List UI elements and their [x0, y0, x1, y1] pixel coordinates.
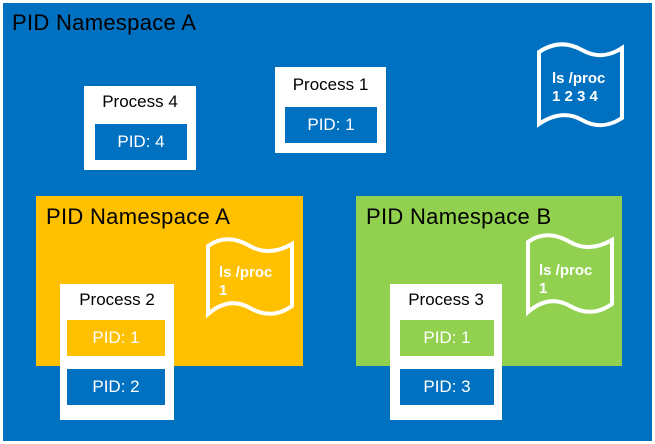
process-2-outer-pid: PID: 2: [67, 369, 165, 405]
outer-flag-line2: 1 2 3 4: [552, 88, 598, 105]
outer-proc-flag-icon: [537, 42, 624, 128]
process-3-inner-pid: PID: 1: [400, 320, 494, 356]
namespace-a-title: PID Namespace A: [46, 204, 231, 229]
process-1-label: Process 1: [292, 75, 369, 94]
process-4-label: Process 4: [102, 92, 178, 111]
namespace-a-proc-flag-icon: [206, 237, 294, 319]
process-3-outer-pid: PID: 3: [400, 369, 494, 405]
namespace-b-flag-line2: 1: [539, 280, 548, 297]
process-1-pid: PID: 1: [285, 107, 377, 143]
process-4-pid: PID: 4: [95, 124, 187, 160]
namespace-a-flag-line1: ls /proc: [219, 264, 273, 281]
namespace-b-title: PID Namespace B: [366, 204, 552, 229]
process-2-inner-pid: PID: 1: [67, 320, 165, 356]
namespace-a-flag-line2: 1: [219, 282, 228, 299]
process-2-label: Process 2: [79, 290, 155, 309]
outer-namespace-title: PID Namespace A: [12, 10, 197, 35]
namespace-b-flag-line1: ls /proc: [539, 262, 593, 279]
outer-flag-line1: ls /proc: [552, 70, 606, 87]
process-3-label: Process 3: [408, 290, 484, 309]
namespace-b-proc-flag-icon: [526, 233, 614, 317]
